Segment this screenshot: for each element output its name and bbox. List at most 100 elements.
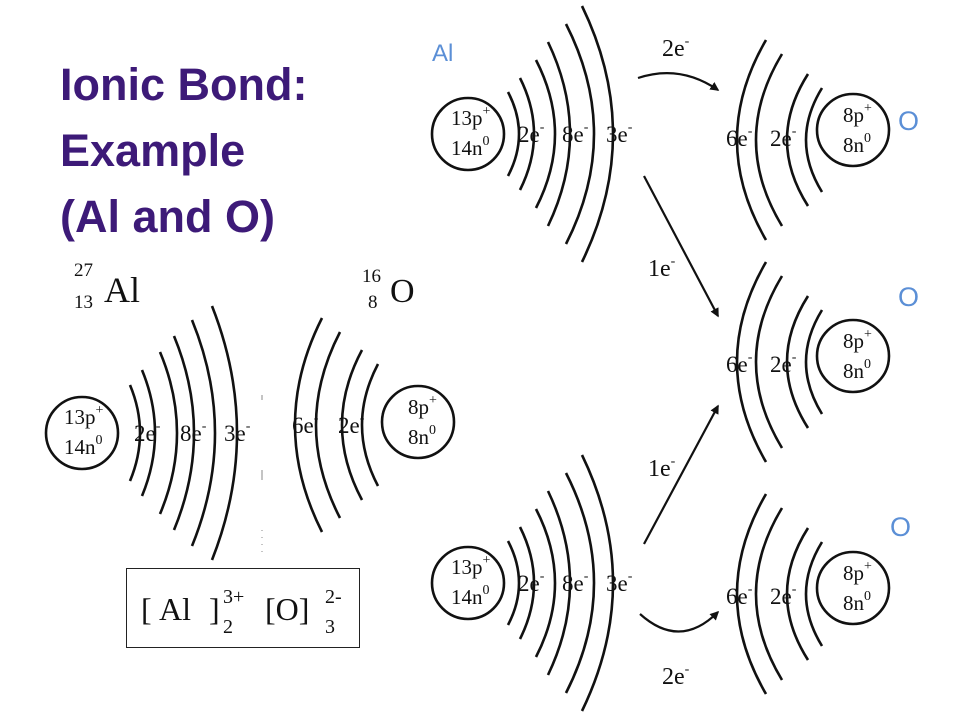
o-atomic-number: 8 [368,292,378,313]
transfer-o-atom-bottom: 6e- 2e- 8p+ 8n0 [726,493,891,695]
left-o-atom: 6e- 2e- 8p+ 8n0 [292,317,456,533]
al-top-neutrons: 14n [451,136,483,160]
o-symbol: O [390,273,415,310]
transfer-arrow-top [637,72,720,91]
al-label: Al [432,40,454,67]
svg-text:8e-: 8e- [562,569,589,596]
electron-transfers: 2e- 1e- 1e- 2e- [637,34,720,690]
transfer-label-top: 2e [662,36,685,62]
o-label-middle: O [898,282,920,312]
al-shell-3-label: 3e [224,421,246,446]
svg-text:8n0: 8n0 [843,131,871,157]
svg-text:2e-: 2e- [770,582,797,609]
svg-text:8n0: 8n0 [843,589,871,615]
transfer-arrow-lower-diagonal [643,404,719,545]
al-nucleus [44,395,120,471]
formula-close-bracket: ] [209,591,220,627]
al-shell-3b [210,305,239,561]
ionic-formula: [ Al ] 3+ 2 [O] 2- 3 [141,586,342,638]
transfer-label-upper-diagonal: 1e [648,256,671,282]
formula-o-charge: 2- [325,586,342,608]
svg-text:8e-: 8e- [562,120,589,147]
svg-text:2e-: 2e- [662,34,690,62]
formula-o-count: 3 [325,616,335,638]
title-line-3: (Al and O) [60,191,275,242]
formula-al-charge: 3+ [223,586,244,608]
al-shell-3a [190,319,217,547]
al-bottom-neutrons: 14n [451,585,483,609]
slide-title: Ionic Bond: Example (Al and O) [60,52,307,250]
svg-text:8p+: 8p+ [843,559,872,585]
al-protons: 13p [64,405,96,429]
o-neutrons: 8n [408,425,430,449]
svg-text:2e-: 2e- [770,350,797,377]
o-label-bottom: O [890,512,912,542]
o-shell-1a [293,317,324,533]
formula-open-bracket: [ [141,591,152,627]
al-top-protons: 13p [451,106,483,130]
al-shell-1b [140,369,157,497]
svg-text:3e-: 3e- [224,419,251,446]
transfer-label-lower-diagonal: 1e [648,456,671,482]
svg-text:2e-: 2e- [518,569,545,596]
o-shell-2-label: 2e [338,413,360,438]
svg-text:3e-: 3e- [606,120,633,147]
svg-text:2e-: 2e- [518,120,545,147]
svg-text:8p+: 8p+ [843,327,872,353]
al-shell-2a [158,351,179,515]
oxygen-isotope: 16 8 O [362,266,415,313]
svg-text:13p+: 13p+ [451,104,491,130]
o-shell-1-label: 6e [292,413,314,438]
title-line-2: Example [60,125,246,176]
svg-text:6e-: 6e- [726,582,753,609]
al-bottom-nucleus [430,545,506,621]
transfer-al-atom-top: 13p+ 14n0 2e- 8e- 3e- [430,5,633,263]
al-shell-2b [172,335,196,531]
transfer-label-bottom: 2e [662,664,685,690]
al-atomic-number: 13 [74,292,93,313]
o-shell-2a [340,349,364,501]
al-top-nucleus [430,96,506,172]
svg-text:13p+: 13p+ [64,403,104,429]
svg-text:8p+: 8p+ [843,101,872,127]
svg-text:8p+: 8p+ [408,393,437,419]
al-neutrons: 14n [64,435,96,459]
svg-text:1e-: 1e- [648,254,676,282]
formula-al: Al [159,591,191,627]
formula-al-count: 2 [223,616,233,638]
svg-text:13p+: 13p+ [451,553,491,579]
svg-text:14n0: 14n0 [64,433,103,459]
svg-text:8e-: 8e- [180,419,207,446]
o-middle-nucleus [815,318,891,394]
al-mass-number: 27 [74,260,93,281]
svg-text:1e-: 1e- [648,454,676,482]
al-shell-1-label: 2e [134,421,156,446]
transfer-o-atom-middle: 6e- 2e- 8p+ 8n0 [726,261,891,463]
o-protons: 8p [408,395,429,419]
transfer-al-atom-bottom: 13p+ 14n0 2e- 8e- 3e- [430,454,633,712]
transfer-arrow-upper-diagonal [643,175,719,318]
al-shell-1a [128,384,142,482]
title-line-1: Ionic Bond: [60,59,308,110]
o-shell-2b [360,363,380,487]
left-al-atom: 13p+ 14n0 2e- 8e- 3e- [44,305,263,561]
o-nucleus [380,384,456,460]
svg-text:6e-: 6e- [292,411,319,438]
svg-text:2e-: 2e- [770,124,797,151]
svg-text:2e-: 2e- [134,419,161,446]
o-mass-number: 16 [362,266,381,287]
o-bottom-nucleus [815,550,891,626]
aluminum-isotope: 27 13 Al [74,260,140,313]
o-label-top: O [898,106,920,136]
formula-box: [ Al ] 3+ 2 [O] 2- 3 [126,568,360,648]
transfer-arrow-bottom [639,610,720,633]
svg-text:8n0: 8n0 [843,357,871,383]
al-shell-2-label: 8e [180,421,202,446]
svg-text:6e-: 6e- [726,350,753,377]
svg-text:2e-: 2e- [662,662,690,690]
o-shell-1b [314,331,342,519]
svg-text:14n0: 14n0 [451,134,490,160]
svg-text:8n0: 8n0 [408,423,436,449]
